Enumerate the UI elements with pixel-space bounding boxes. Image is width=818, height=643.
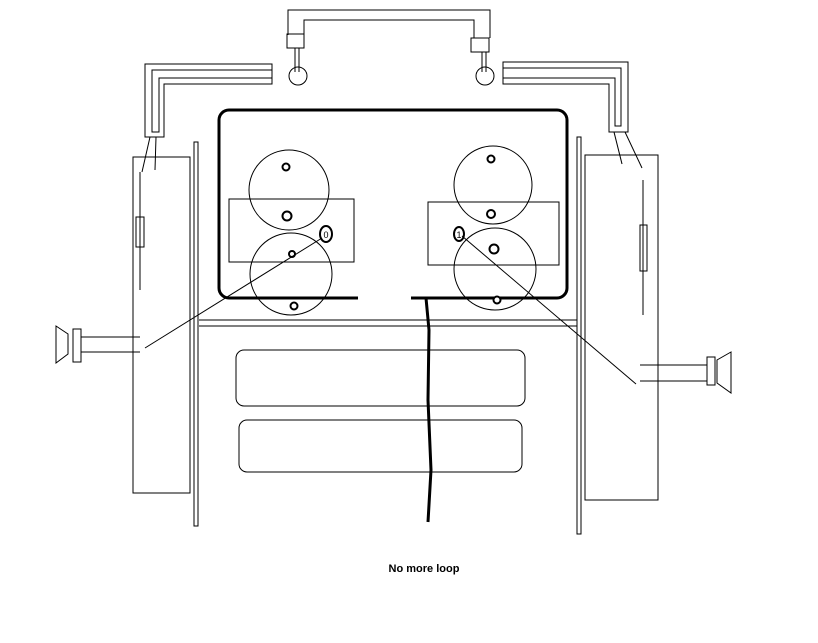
right-bar: [427, 201, 560, 266]
right-circle-pair: 1: [427, 145, 560, 311]
right-pivot-circle: [475, 66, 495, 86]
left-small-circle-label: 0: [323, 230, 328, 240]
caption: No more loop: [389, 563, 460, 575]
lower-slot-box: [238, 419, 523, 473]
left-speaker-cone: [55, 325, 69, 364]
left-circle-pair: 0: [228, 149, 355, 316]
left-wire: [144, 237, 323, 349]
right-speaker: [640, 351, 732, 394]
left-side-panel: [132, 141, 199, 527]
upper-slot-box: [235, 349, 526, 407]
left-speaker: [55, 325, 140, 364]
right-rail: [576, 136, 582, 535]
right-resistor: [639, 224, 648, 272]
right-handle-clamp: [470, 37, 490, 53]
left-handle-clamp: [286, 33, 305, 49]
right-speaker-cone: [716, 351, 732, 394]
left-bar: [228, 198, 355, 263]
right-arm: [502, 61, 643, 169]
shelf: [199, 319, 577, 327]
left-rail: [193, 141, 199, 527]
right-small-circle-label: 1: [456, 230, 461, 240]
right-side-panel: [576, 136, 659, 535]
left-pivot-circle: [288, 66, 308, 86]
center-cord: [424, 297, 433, 523]
left-resistor: [135, 216, 145, 248]
left-arm: [141, 63, 273, 173]
right-wire: [461, 235, 637, 385]
top-handle: [286, 9, 495, 86]
